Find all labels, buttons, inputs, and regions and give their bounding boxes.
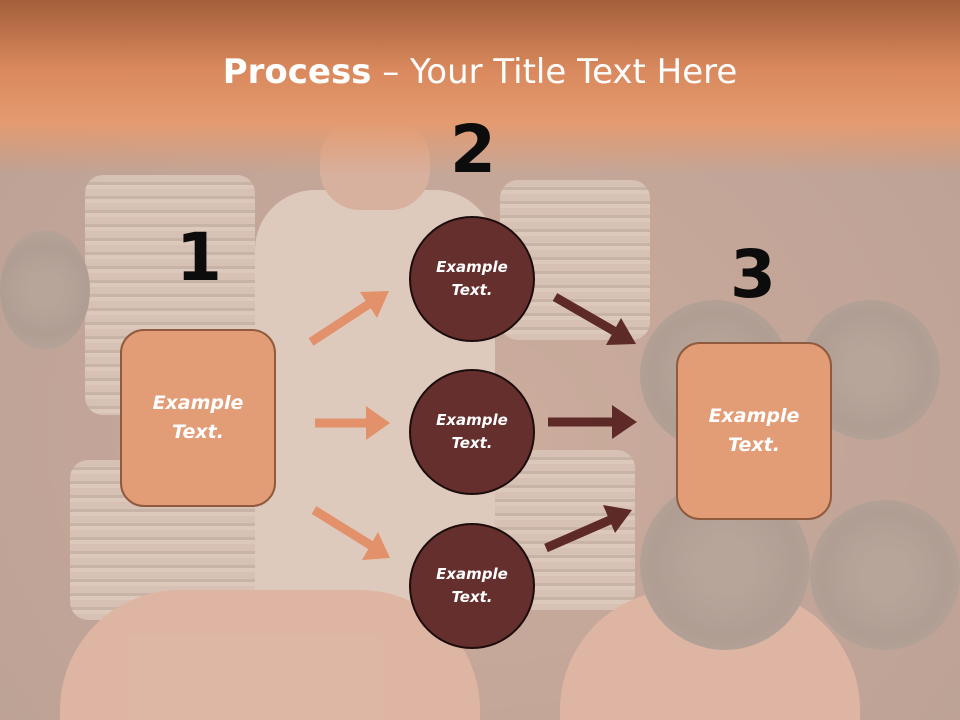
- process-circle-1-label: Example Text.: [436, 258, 508, 299]
- title-rest: – Your Title Text Here: [371, 52, 738, 92]
- title-band: [0, 0, 960, 175]
- title-bold: Process: [222, 52, 372, 92]
- output-box-label: Example Text.: [708, 405, 800, 456]
- input-box[interactable]: Example Text.: [120, 329, 276, 507]
- arrow-to-circle-2: [315, 406, 390, 440]
- step-number-2: 2: [450, 111, 496, 188]
- output-box[interactable]: Example Text.: [676, 342, 832, 520]
- process-circle-1[interactable]: Example Text.: [409, 216, 535, 342]
- process-circle-2[interactable]: Example Text.: [409, 369, 535, 495]
- process-circle-2-label: Example Text.: [436, 411, 508, 452]
- process-circle-3[interactable]: Example Text.: [409, 523, 535, 649]
- arrow-from-circle-2: [548, 405, 637, 439]
- step-number-1: 1: [176, 219, 222, 296]
- arrow-to-circle-3: [311, 506, 390, 560]
- arrow-to-circle-1: [308, 291, 389, 346]
- step-number-3: 3: [730, 236, 776, 313]
- input-box-label: Example Text.: [152, 392, 244, 443]
- arrow-from-circle-3: [544, 505, 632, 553]
- arrow-from-circle-1: [552, 293, 636, 345]
- process-circle-3-label: Example Text.: [436, 565, 508, 606]
- slide-title: Process – Your Title Text Here: [0, 52, 960, 92]
